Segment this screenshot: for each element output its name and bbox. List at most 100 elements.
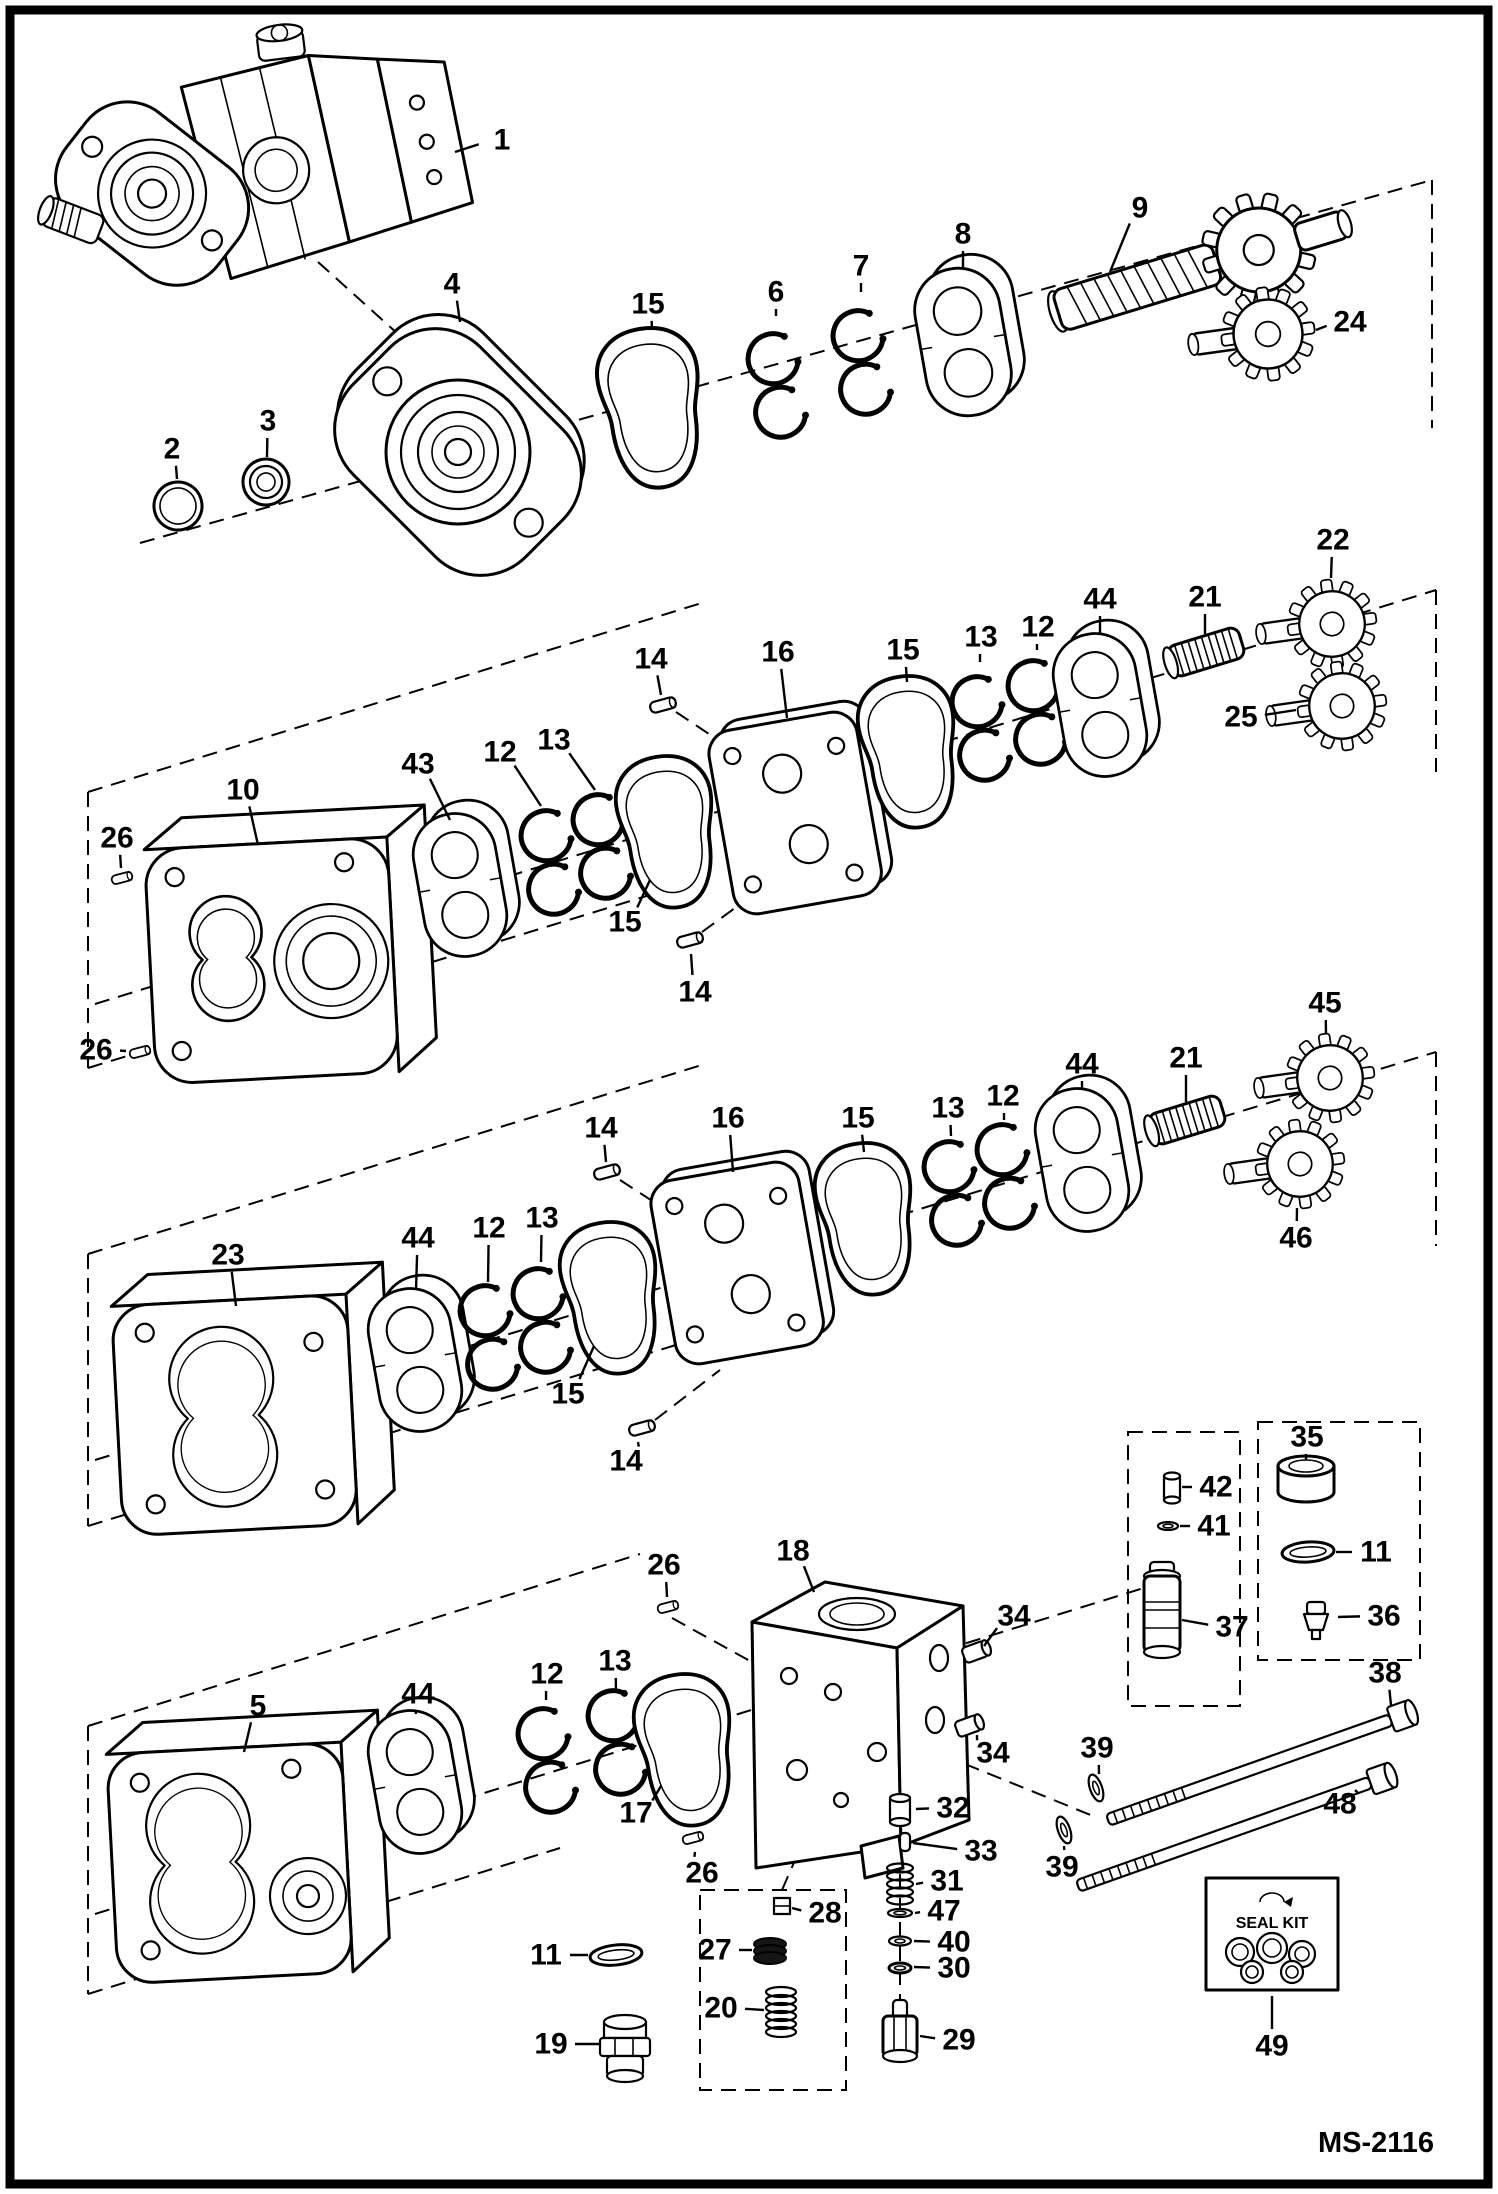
- callout-4: 4: [444, 268, 461, 301]
- callout-leader-29: [919, 2034, 936, 2040]
- callout-48: 48: [1323, 1788, 1356, 1821]
- part-39-washer: [1084, 1771, 1108, 1805]
- callout-12: 12: [472, 1212, 505, 1245]
- callout-12: 12: [530, 1658, 563, 1691]
- callout-26: 26: [100, 822, 133, 855]
- part-18-valve-end-cover: [750, 1580, 971, 1880]
- callout-11: 11: [530, 1939, 562, 1972]
- callout-49: 49: [1255, 2030, 1288, 2063]
- callout-37: 37: [1215, 1611, 1248, 1644]
- callout-14: 14: [634, 643, 668, 676]
- part-14-dowel-pin: [647, 695, 679, 715]
- callout-leader-15: [578, 1345, 596, 1380]
- part-12-retaining-ring: [515, 1705, 582, 1815]
- callout-13: 13: [537, 724, 570, 757]
- callout-13: 13: [598, 1645, 631, 1678]
- callout-15: 15: [631, 288, 664, 321]
- callout-leader-14: [636, 1441, 640, 1447]
- part-40-washer: [887, 1935, 913, 1947]
- callout-8: 8: [955, 218, 972, 251]
- callout-12: 12: [1021, 611, 1054, 644]
- callout-41: 41: [1197, 1510, 1230, 1543]
- callout-leader-34: [983, 1627, 999, 1647]
- callout-44: 44: [401, 1222, 435, 1255]
- part-14-dowel-pin: [626, 1418, 658, 1438]
- callout-23: 23: [211, 1239, 244, 1272]
- callout-14: 14: [678, 976, 712, 1009]
- callout-leader-40: [913, 1939, 931, 1943]
- callout-leader-14: [603, 1144, 608, 1163]
- callout-leader-15: [904, 666, 909, 683]
- part-14-dowel-pin: [674, 930, 706, 950]
- callout-2: 2: [164, 433, 181, 466]
- part-29-relief-valve: [881, 1998, 919, 2064]
- callout-leader-37: [1181, 1618, 1209, 1626]
- callout-42: 42: [1199, 1471, 1232, 1504]
- part-42-plug: [1162, 1471, 1182, 1505]
- callout-9: 9: [1132, 192, 1149, 225]
- callout-24: 24: [1333, 306, 1367, 339]
- part-21-splined-coupling: [1139, 1092, 1229, 1150]
- part-25-gear: [1260, 656, 1392, 761]
- pump-input-shaft: [36, 195, 105, 245]
- callout-36: 36: [1367, 1600, 1400, 1633]
- part-9-drive-gear-shaft: [1047, 177, 1353, 333]
- part-37-load-valve: [1142, 1560, 1182, 1660]
- callout-leader-31: [915, 1881, 924, 1886]
- part-20-spring: [764, 1985, 798, 2039]
- part-47-washer: [886, 1907, 914, 1919]
- callout-leader-15: [636, 879, 652, 908]
- seal-kit-arrow-icon: [1259, 1892, 1293, 1907]
- callout-34: 34: [997, 1600, 1031, 1633]
- part-28-valve-seat: [772, 1896, 792, 1916]
- callout-leader-26: [118, 854, 123, 869]
- part-23-center-housing: [109, 1260, 396, 1536]
- part-22-gear: [1250, 574, 1382, 679]
- callout-44: 44: [1083, 583, 1117, 616]
- callout-29: 29: [942, 2024, 975, 2057]
- callout-leader-5: [242, 1721, 253, 1753]
- part-11-oring: [587, 1940, 645, 1970]
- callout-leader-47: [914, 1910, 921, 1915]
- callout-leader-24: [1315, 324, 1328, 332]
- callout-14: 14: [584, 1112, 618, 1145]
- callout-13: 13: [931, 1092, 964, 1125]
- callout-15: 15: [841, 1102, 874, 1135]
- callout-20: 20: [704, 1992, 737, 2025]
- callout-leader-2: [174, 465, 179, 480]
- part-35-cap: [1276, 1454, 1336, 1504]
- callout-leader-16: [780, 668, 789, 719]
- part-46-gear: [1218, 1114, 1350, 1219]
- callout-leader-15: [860, 1134, 866, 1153]
- part-26-pin-c: [655, 1599, 681, 1615]
- callout-35: 35: [1290, 1421, 1323, 1454]
- callout-leader-20: [744, 2007, 765, 2012]
- callout-leader-12: [486, 1244, 490, 1283]
- callout-15: 15: [886, 634, 919, 667]
- callout-leader-23: [230, 1271, 238, 1307]
- callout-leader-33: [912, 1841, 958, 1851]
- part-44-bearing-block: [1043, 612, 1170, 785]
- part-41-washer: [1156, 1520, 1180, 1532]
- callout-leader-12: [513, 764, 543, 807]
- callout-25: 25: [1224, 701, 1257, 734]
- callout-12: 12: [483, 736, 516, 769]
- callout-leader-14: [656, 675, 663, 696]
- callout-leader-17: [651, 1785, 663, 1802]
- callout-leader-28: [791, 1906, 802, 1912]
- part-2-oring: [152, 480, 204, 532]
- part-16-section-plate: [644, 1145, 841, 1370]
- page-border: [5, 5, 1493, 2189]
- callout-leader-9: [1108, 222, 1131, 273]
- callout-3: 3: [260, 405, 277, 438]
- callout-leader-13: [568, 752, 596, 791]
- callout-17: 17: [619, 1797, 652, 1830]
- callout-38: 38: [1368, 1657, 1401, 1690]
- pump-top-port: [255, 23, 306, 62]
- callout-1: 1: [494, 124, 511, 157]
- figure-code: MS-2116: [1318, 2127, 1434, 2159]
- callout-33: 33: [964, 1835, 997, 1868]
- part-10-front-housing: [142, 803, 438, 1084]
- callout-39: 39: [1080, 1732, 1113, 1765]
